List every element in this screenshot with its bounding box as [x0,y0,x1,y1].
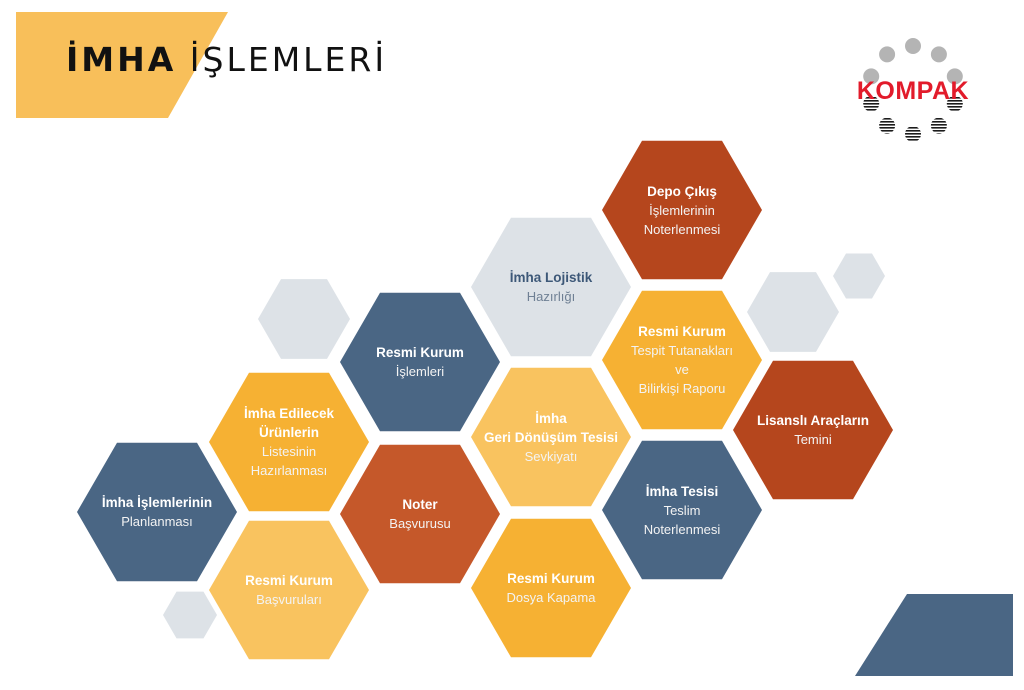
corner-accent-shape [855,594,1013,676]
header-band [16,12,228,118]
page-title-rest: İŞLEMLERİ [189,40,388,79]
logo-dot [905,126,921,142]
logo-ring-icon [863,38,963,142]
deco-hexagon-left [258,279,350,359]
kompak-logo: KOMPAK [848,34,978,146]
logo-dot [879,46,896,63]
hexagon-geridonusum [471,367,631,507]
hexagon-dosya [471,518,631,658]
page-title-bold: İMHA [66,40,177,79]
logo-dot [863,68,880,85]
hexagon-lisansli [733,360,893,500]
deco-hexagon-small-right [833,253,885,299]
hexagon-tespit [602,290,762,430]
logo-dot [930,117,947,134]
deco-hexagon-right [747,272,839,352]
logo-dot [905,38,921,54]
deco-hexagon-bottom-left [163,591,217,639]
logo-dot [946,68,963,85]
hexagon-planlama [77,442,237,582]
hexagon-lojistik [471,217,631,357]
hexagon-tesis [602,440,762,580]
hexagon-islemleri [340,292,500,432]
hexagon-depo [602,140,762,280]
logo-dot [863,95,880,112]
logo-text: KOMPAK [856,77,970,105]
hexagon-liste [209,372,369,512]
logo-dot [930,46,947,63]
page-title: İMHA İŞLEMLERİ [66,40,387,79]
title-accent-shape [16,12,228,118]
logo-dot [879,117,896,134]
hexagon-basvurulari [209,520,369,660]
logo-dot [946,95,963,112]
hexagon-noter [340,444,500,584]
